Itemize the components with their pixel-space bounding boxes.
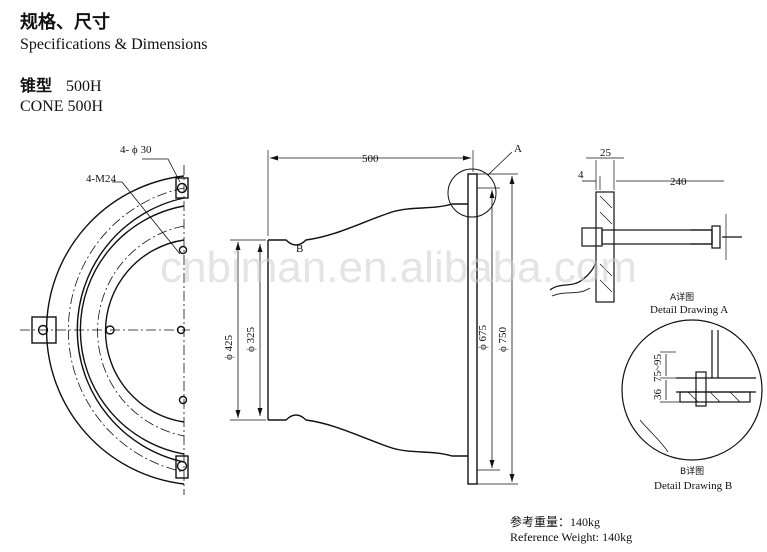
label-holes-30: 4- ϕ 30 xyxy=(120,144,152,156)
title-english: Specifications & Dimensions xyxy=(20,36,208,53)
reference-weight-chinese: 参考重量：140kg xyxy=(510,515,601,529)
lug-bottom xyxy=(175,455,189,479)
arrowheads xyxy=(235,155,515,482)
detail-b-caption-en: Detail Drawing B xyxy=(654,480,732,492)
lug-top xyxy=(175,177,189,199)
detail-circle-a xyxy=(447,168,497,218)
detail-a-caption-cn: A详图 xyxy=(670,291,694,303)
leader-holes xyxy=(142,158,181,183)
label-750: ϕ 750 xyxy=(497,326,509,352)
bolt-left xyxy=(105,325,115,335)
detail-b-cone-edge xyxy=(639,419,669,453)
model-line-english: CONE 500H xyxy=(20,98,104,115)
label-675: ϕ 675 xyxy=(477,324,489,350)
detail-a-hatch xyxy=(599,195,613,293)
lug-left xyxy=(31,316,57,344)
leader-a xyxy=(487,151,513,176)
detail-b-plate xyxy=(679,391,751,403)
detail-a-bolt xyxy=(601,229,713,245)
side-view xyxy=(230,150,518,485)
detail-a-drawing xyxy=(549,157,742,303)
label-36: 36 xyxy=(652,389,664,401)
label-325: ϕ 325 xyxy=(245,326,257,352)
label-240: 240 xyxy=(670,176,687,188)
bolt-center xyxy=(176,325,186,335)
detail-b-circle xyxy=(621,319,763,461)
end-view xyxy=(20,158,190,495)
cone-top-profile xyxy=(268,203,468,246)
detail-a-flange xyxy=(595,191,615,303)
detail-b-drawing xyxy=(621,319,763,461)
leader-bolts xyxy=(112,181,181,255)
pitch-circle-inner xyxy=(97,225,185,437)
model-line-chinese: 锥型 500H xyxy=(20,72,102,96)
model-label-chinese: 锥型 xyxy=(20,76,53,95)
label-425: ϕ 425 xyxy=(223,334,235,360)
detail-a-cone-edge-2 xyxy=(551,287,591,297)
label-4: 4 xyxy=(578,169,584,181)
detail-b-bolt xyxy=(695,371,707,407)
title-chinese: 规格、尺寸 xyxy=(20,12,110,33)
label-75-95: 75~95 xyxy=(652,354,664,382)
label-500: 500 xyxy=(362,153,379,165)
mark-b: B xyxy=(296,243,303,255)
hole-top xyxy=(176,182,188,194)
label-25: 25 xyxy=(600,147,612,159)
flange xyxy=(467,173,478,485)
bolt-bottom xyxy=(178,395,188,405)
hole-left xyxy=(37,324,49,336)
detail-b-caption-cn: B详图 xyxy=(680,465,704,477)
mark-a: A xyxy=(514,143,522,155)
bolt-top xyxy=(178,245,188,255)
pitch-circle-outer xyxy=(67,187,185,473)
cone-bottom-profile xyxy=(268,414,468,457)
model-value: 500H xyxy=(66,78,102,95)
detail-a-washer xyxy=(711,225,721,249)
reference-weight-english: Reference Weight: 140kg xyxy=(510,530,633,544)
label-bolts-m24: 4-M24 xyxy=(86,173,116,185)
hole-bottom xyxy=(176,460,188,472)
watermark: cnbiman.en.alibaba.com xyxy=(160,243,637,292)
detail-a-cone-edge xyxy=(549,261,597,291)
detail-a-caption-en: Detail Drawing A xyxy=(650,304,728,316)
detail-a-bolt-end xyxy=(690,229,713,245)
